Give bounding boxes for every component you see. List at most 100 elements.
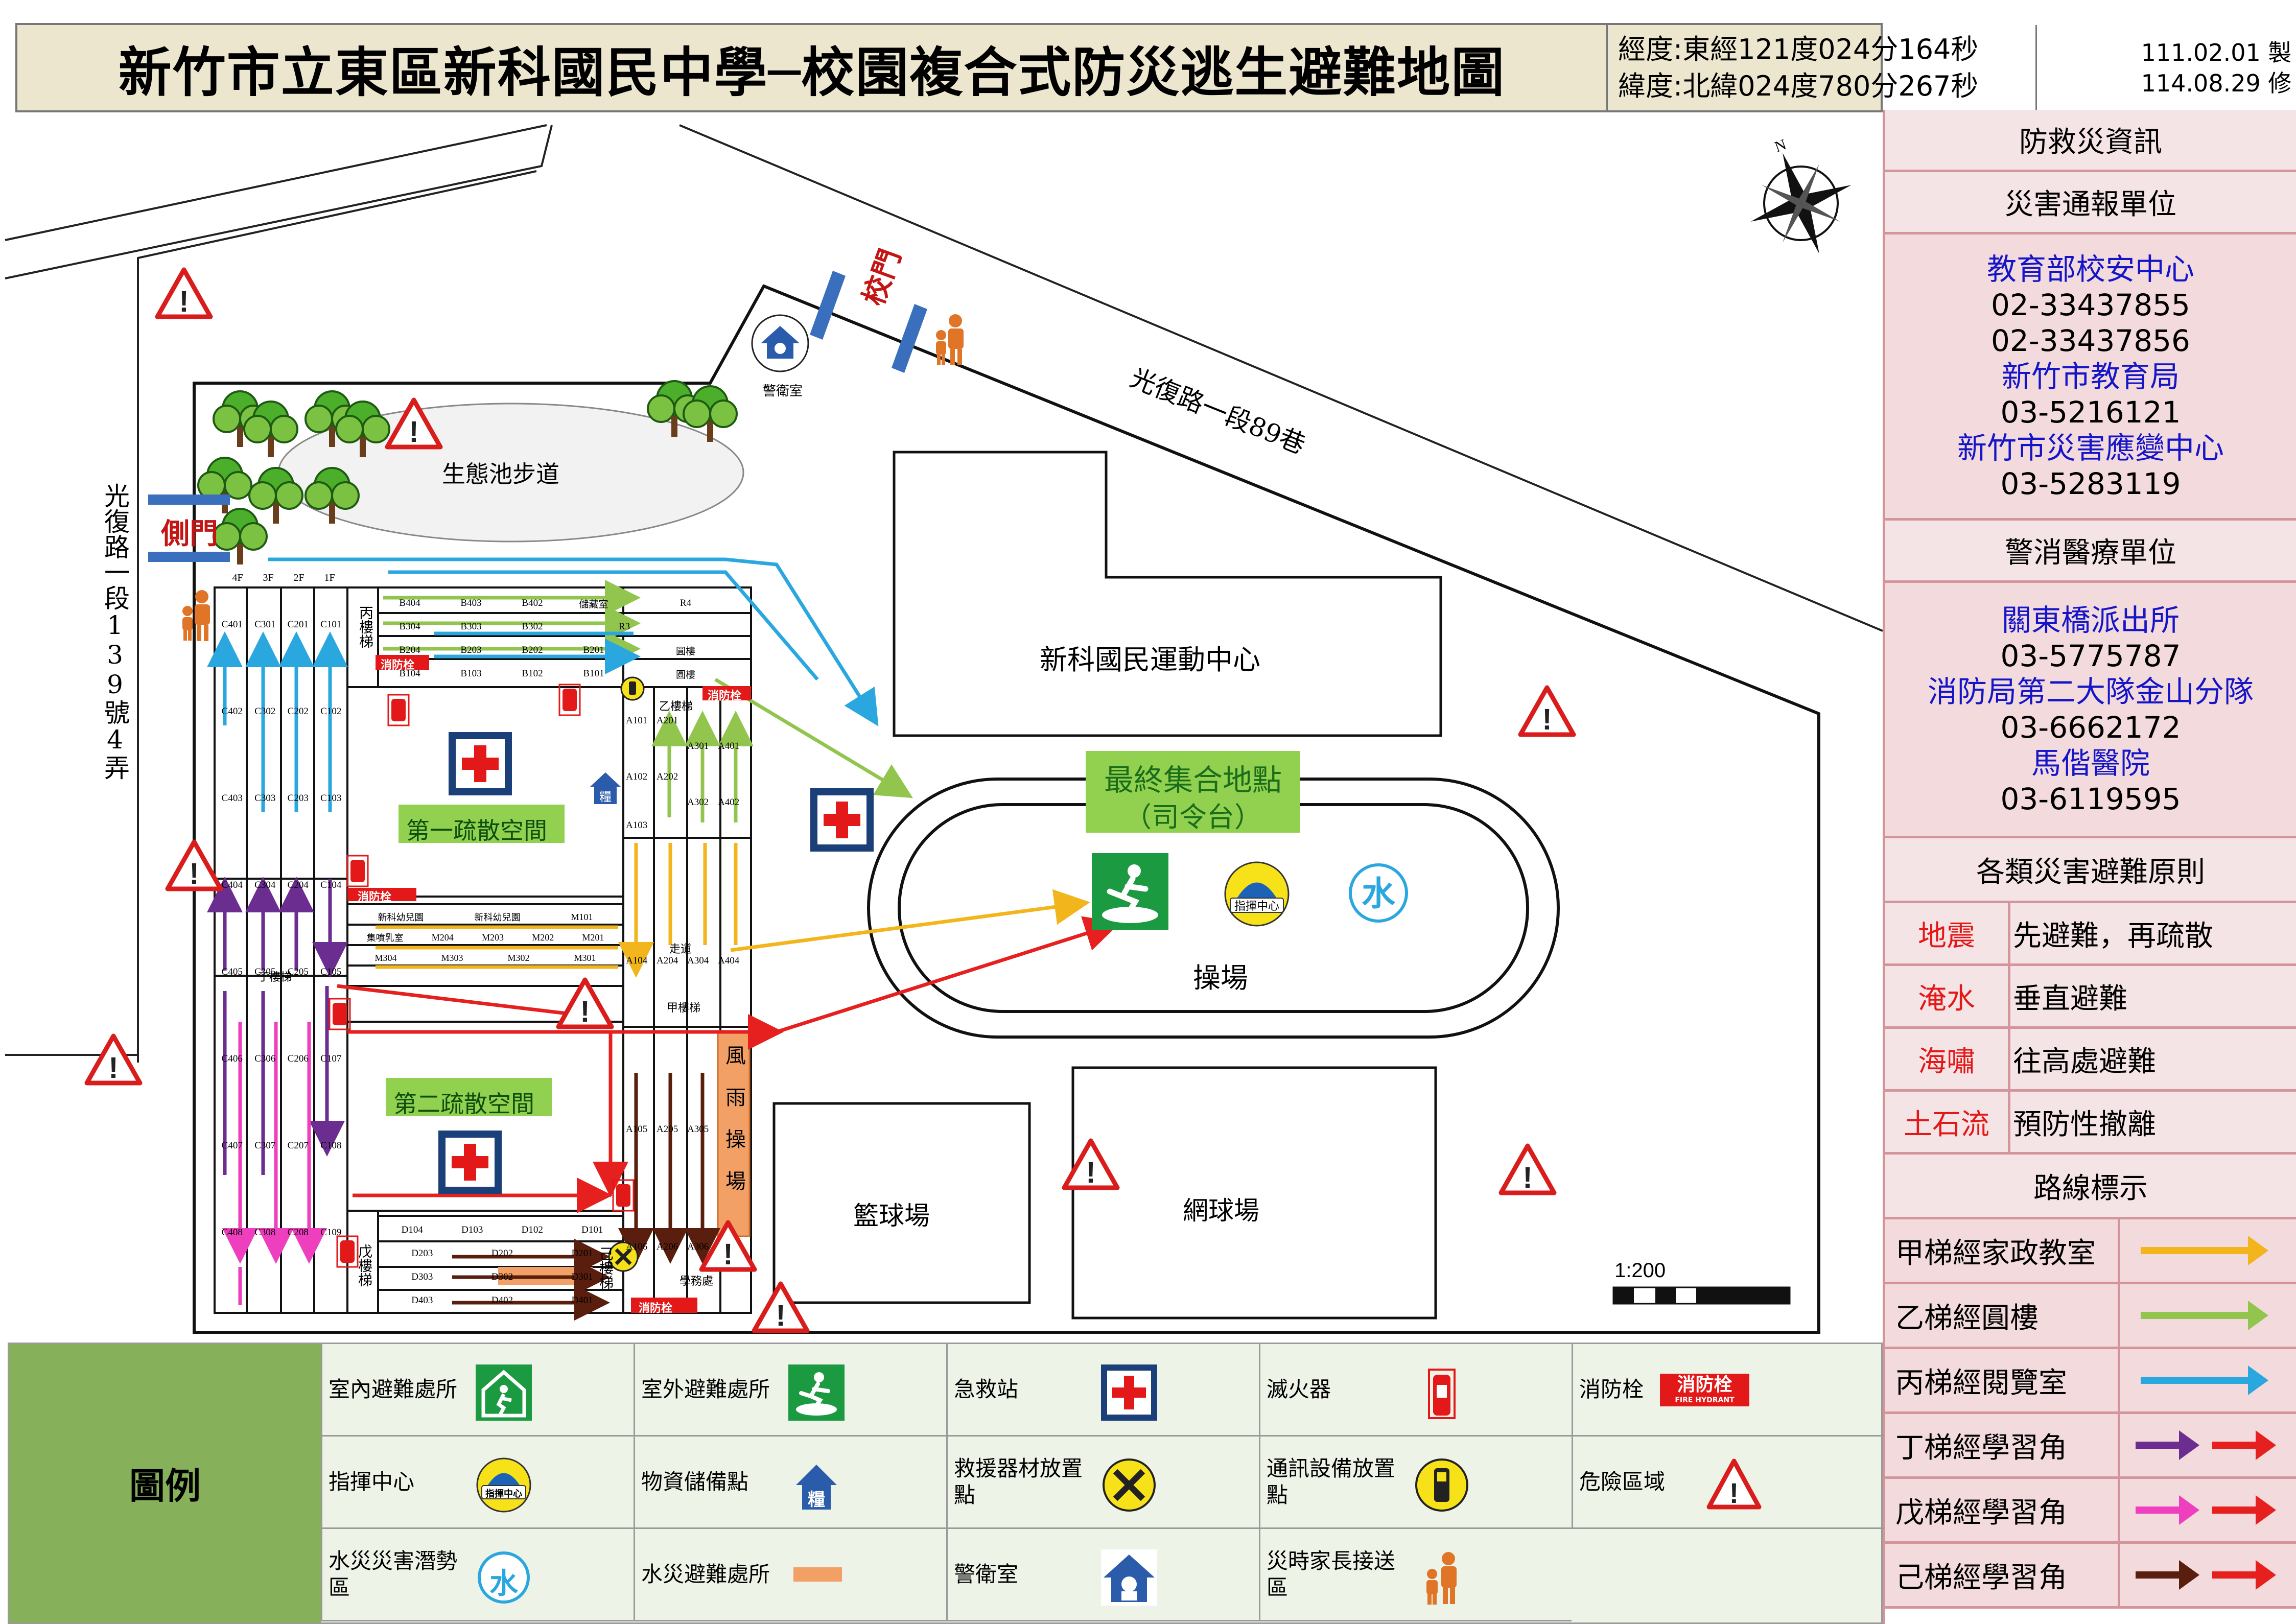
classroom-c: C204 (287, 880, 309, 890)
legend-label: 通訊設備放置點 (1267, 1456, 1396, 1508)
classroom-c: C105 (320, 967, 342, 977)
classroom-c: C104 (320, 880, 342, 890)
classroom-c: C404 (221, 880, 243, 890)
classroom-c: C306 (254, 1053, 276, 1064)
contact-phone: 03-5216121 (2000, 394, 2181, 430)
tennis-court-label: 網球場 (1183, 1196, 1259, 1226)
contact-org: 新竹市教育局 (2001, 359, 2180, 394)
principle-rule: 垂直避難 (2013, 982, 2127, 1016)
legend-label: 水災災害潛勢區 (329, 1548, 458, 1600)
classroom-b: B201 (583, 645, 604, 655)
route-row: 己梯經學習角 (1885, 1544, 2296, 1609)
route-name: 乙梯經圓樓 (1885, 1284, 2120, 1347)
basketball-court-label: 籃球場 (853, 1201, 930, 1231)
flood-potential-text: 水 (1362, 874, 1396, 913)
route-row: 乙梯經圓樓 (1885, 1284, 2296, 1349)
principles-title: 各類災害避難原則 (1885, 838, 2296, 903)
classroom-m: 集噴乳室 (366, 933, 404, 943)
outdoor-shelter-marker (1092, 853, 1168, 930)
legend-item: 滅火器 (1259, 1344, 1572, 1437)
classroom-c: C407 (221, 1140, 243, 1151)
classroom-c: C303 (254, 793, 276, 804)
classroom-m: M304 (374, 952, 397, 963)
legend-label: 警衛室 (954, 1562, 1019, 1587)
latitude-text: 緯度:北緯024度780分267秒 (1618, 70, 1979, 102)
command-center-text: 指揮中心 (1234, 900, 1279, 913)
legend-item: 室內避難處所 (321, 1344, 634, 1437)
campus-map: ! (5, 124, 1883, 1343)
route-row: 丙梯經閱覽室 (1885, 1349, 2296, 1414)
danger-zone-icon: ! (1706, 1457, 1762, 1513)
principle-disaster: 土石流 (1885, 1092, 2010, 1152)
classroom-d: D303 (411, 1272, 433, 1282)
classroom-c: C302 (254, 706, 276, 717)
classroom-m: M203 (481, 932, 504, 943)
legend-item: 急救站 (946, 1344, 1259, 1437)
flood-potential-marker: 水 (1349, 863, 1408, 923)
field-label: 操場 (1193, 962, 1248, 994)
classroom-a: A202 (657, 771, 678, 782)
classroom-c: C207 (287, 1140, 309, 1151)
classroom-c: C202 (287, 706, 309, 717)
classroom-a: A304 (687, 955, 709, 966)
classroom-d: D302 (491, 1272, 513, 1282)
rescue-equipment-icon (1101, 1457, 1157, 1513)
legend-item: 通訊設備放置點 (1259, 1437, 1572, 1529)
map-title: 新竹市立東區新科國民中學─校園複合式防災逃生避難地圖 (118, 41, 1506, 104)
evac-space-2-label: 第二疏散空間 (393, 1090, 534, 1118)
classroom-c: C304 (254, 880, 276, 890)
legend-label: 水災避難處所 (641, 1562, 770, 1587)
legend-badge-text: 糧 (808, 1490, 825, 1510)
classroom-c: C401 (221, 619, 243, 630)
legend-label: 災時家長接送區 (1267, 1548, 1396, 1600)
road-lines (5, 124, 1883, 1063)
legend-label: 指揮中心 (329, 1469, 415, 1494)
classroom-c: C208 (287, 1227, 309, 1238)
date-box: 111.02.01 製 114.08.29 修 (2035, 25, 2296, 110)
route-name: 己梯經學習角 (1885, 1544, 2120, 1606)
police-title: 警消醫療單位 (1885, 521, 2296, 583)
classroom-b: B104 (399, 668, 420, 679)
legend-item: 警衛室 (946, 1529, 1259, 1621)
classroom-d: D203 (411, 1248, 433, 1259)
classroom-b: B103 (460, 668, 482, 679)
classroom-c: C108 (320, 1140, 342, 1151)
guard-room-icon (1101, 1549, 1157, 1606)
guard-room-label: 警衛室 (763, 384, 803, 399)
assembly-point-bg (1086, 751, 1300, 833)
classroom-a: A103 (626, 820, 648, 831)
legend-item: 室外避難處所 (634, 1344, 946, 1437)
parent-pickup-icon (1414, 1549, 1470, 1606)
classroom-m: M201 (582, 932, 604, 943)
classroom-c: C206 (287, 1053, 309, 1064)
route-arrow-icon (2125, 1219, 2294, 1282)
classroom-m: 新科幼兒園 (378, 912, 424, 923)
principle-disaster: 地震 (1885, 903, 2010, 963)
classroom-a: A302 (687, 797, 709, 808)
principle-disaster: 淹水 (1885, 966, 2010, 1026)
classroom-d: D402 (491, 1295, 513, 1306)
classroom-c: C301 (254, 619, 276, 630)
principle-row: 地震先避難，再疏散 (1885, 903, 2296, 966)
classroom-a: A301 (687, 741, 709, 751)
route-name: 丙梯經閱覽室 (1885, 1349, 2120, 1411)
stair-yi-label: 乙樓梯 (659, 700, 693, 713)
supply-storage-icon: 糧 (788, 1457, 845, 1513)
route-arrow-icon (2125, 1479, 2294, 1541)
scale-bar (1612, 1286, 1791, 1305)
classroom-a: A204 (657, 955, 678, 966)
classroom-b: B302 (522, 621, 543, 632)
gate-bars (148, 271, 927, 562)
office-label: 學務處 (680, 1275, 714, 1288)
principle-rule: 預防性撤離 (2013, 1108, 2156, 1141)
